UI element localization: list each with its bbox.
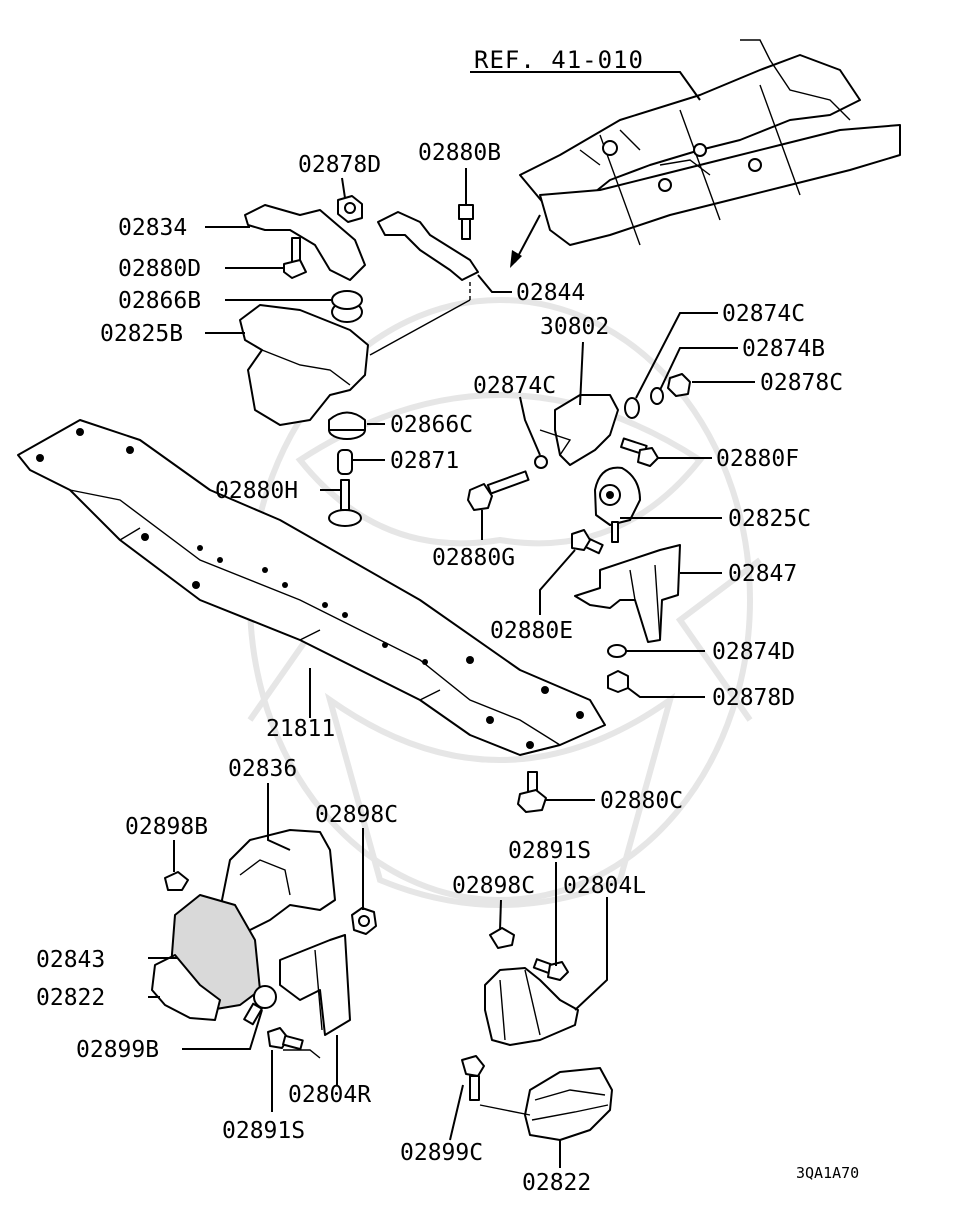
vehicle-frame-illustration bbox=[470, 39, 901, 268]
part-label-02874D: 02874D bbox=[712, 639, 795, 665]
bolt-02880H bbox=[328, 479, 362, 527]
part-label-02804L: 02804L bbox=[563, 873, 646, 899]
drawing-code: 3QA1A70 bbox=[796, 1164, 859, 1182]
washer-02874B bbox=[650, 387, 664, 405]
part-label-02880H: 02880H bbox=[215, 478, 298, 504]
part-label-02834: 02834 bbox=[118, 215, 187, 241]
part-label-02836: 02836 bbox=[228, 756, 297, 782]
part-label-02825C: 02825C bbox=[728, 506, 811, 532]
bolt-02891S-right bbox=[532, 958, 569, 981]
part-label-02898C: 02898C bbox=[315, 802, 398, 828]
bolt-02880E bbox=[571, 529, 604, 555]
cushion-02866C bbox=[328, 411, 366, 440]
part-label-30802: 30802 bbox=[540, 314, 609, 340]
part-label-02880E: 02880E bbox=[490, 618, 573, 644]
bolt-02880F bbox=[620, 437, 659, 467]
part-label-02804R: 02804R bbox=[288, 1082, 371, 1108]
part-label-02874C: 02874C bbox=[722, 301, 805, 327]
part-label-02891S: 02891S bbox=[508, 838, 591, 864]
nut-02878D-top bbox=[337, 195, 363, 223]
cushion-02866B bbox=[331, 290, 363, 323]
leader-lines bbox=[148, 168, 755, 1168]
crossmember-21811 bbox=[17, 419, 606, 756]
part-label-02891S: 02891S bbox=[222, 1118, 305, 1144]
part-label-02898C: 02898C bbox=[452, 873, 535, 899]
bracket-30802 bbox=[554, 394, 619, 466]
bolt-02880G bbox=[467, 470, 530, 511]
bolt-02880D bbox=[283, 237, 307, 279]
spacer-02871 bbox=[337, 449, 353, 475]
bracket-02804L bbox=[484, 967, 579, 1046]
part-label-02878D: 02878D bbox=[712, 685, 795, 711]
nut-02898C-left bbox=[351, 907, 377, 935]
bolt-02899B bbox=[243, 985, 277, 1026]
bolt-02880C bbox=[517, 771, 547, 813]
bracket-02804R bbox=[279, 934, 351, 1036]
part-label-02899C: 02899C bbox=[400, 1140, 483, 1166]
part-label-02825B: 02825B bbox=[100, 321, 183, 347]
part-label-02822: 02822 bbox=[522, 1170, 591, 1196]
bolt-02880B bbox=[458, 204, 474, 240]
bracket-02847 bbox=[574, 544, 681, 643]
nut-02898C-right bbox=[489, 927, 515, 949]
part-label-02874B: 02874B bbox=[742, 336, 825, 362]
part-label-02844: 02844 bbox=[516, 280, 585, 306]
part-label-02880G: 02880G bbox=[432, 545, 515, 571]
part-label-02899B: 02899B bbox=[76, 1037, 159, 1063]
insulator-02822-bottom bbox=[524, 1067, 613, 1141]
nut-02878C bbox=[667, 373, 691, 397]
part-label-02822: 02822 bbox=[36, 985, 105, 1011]
part-label-21811: 21811 bbox=[266, 716, 335, 742]
reference-label: REF. 41-010 bbox=[474, 46, 644, 74]
part-label-02843: 02843 bbox=[36, 947, 105, 973]
washer-02874D bbox=[607, 644, 627, 658]
part-label-02880C: 02880C bbox=[600, 788, 683, 814]
bracket-02822-left bbox=[151, 954, 221, 1021]
bracket-02844 bbox=[377, 211, 479, 281]
part-label-02878C: 02878C bbox=[760, 370, 843, 396]
part-label-02847: 02847 bbox=[728, 561, 797, 587]
part-label-02898B: 02898B bbox=[125, 814, 208, 840]
part-label-02880F: 02880F bbox=[716, 446, 799, 472]
washer-02874C-right bbox=[624, 397, 640, 419]
bolt-02891S-left bbox=[267, 1027, 304, 1051]
part-label-02866C: 02866C bbox=[390, 412, 473, 438]
bracket-02834 bbox=[244, 204, 366, 281]
part-label-02880B: 02880B bbox=[418, 140, 501, 166]
nut-02878D-bottom bbox=[607, 670, 629, 693]
part-label-02878D: 02878D bbox=[298, 152, 381, 178]
part-label-02871: 02871 bbox=[390, 448, 459, 474]
insulator-02825C bbox=[594, 466, 641, 543]
bolt-02899C bbox=[461, 1055, 485, 1101]
part-label-02866B: 02866B bbox=[118, 288, 201, 314]
clip-02898B bbox=[164, 871, 189, 891]
part-label-02874C: 02874C bbox=[473, 373, 556, 399]
washer-02874C-left bbox=[534, 455, 548, 469]
part-label-02880D: 02880D bbox=[118, 256, 201, 282]
